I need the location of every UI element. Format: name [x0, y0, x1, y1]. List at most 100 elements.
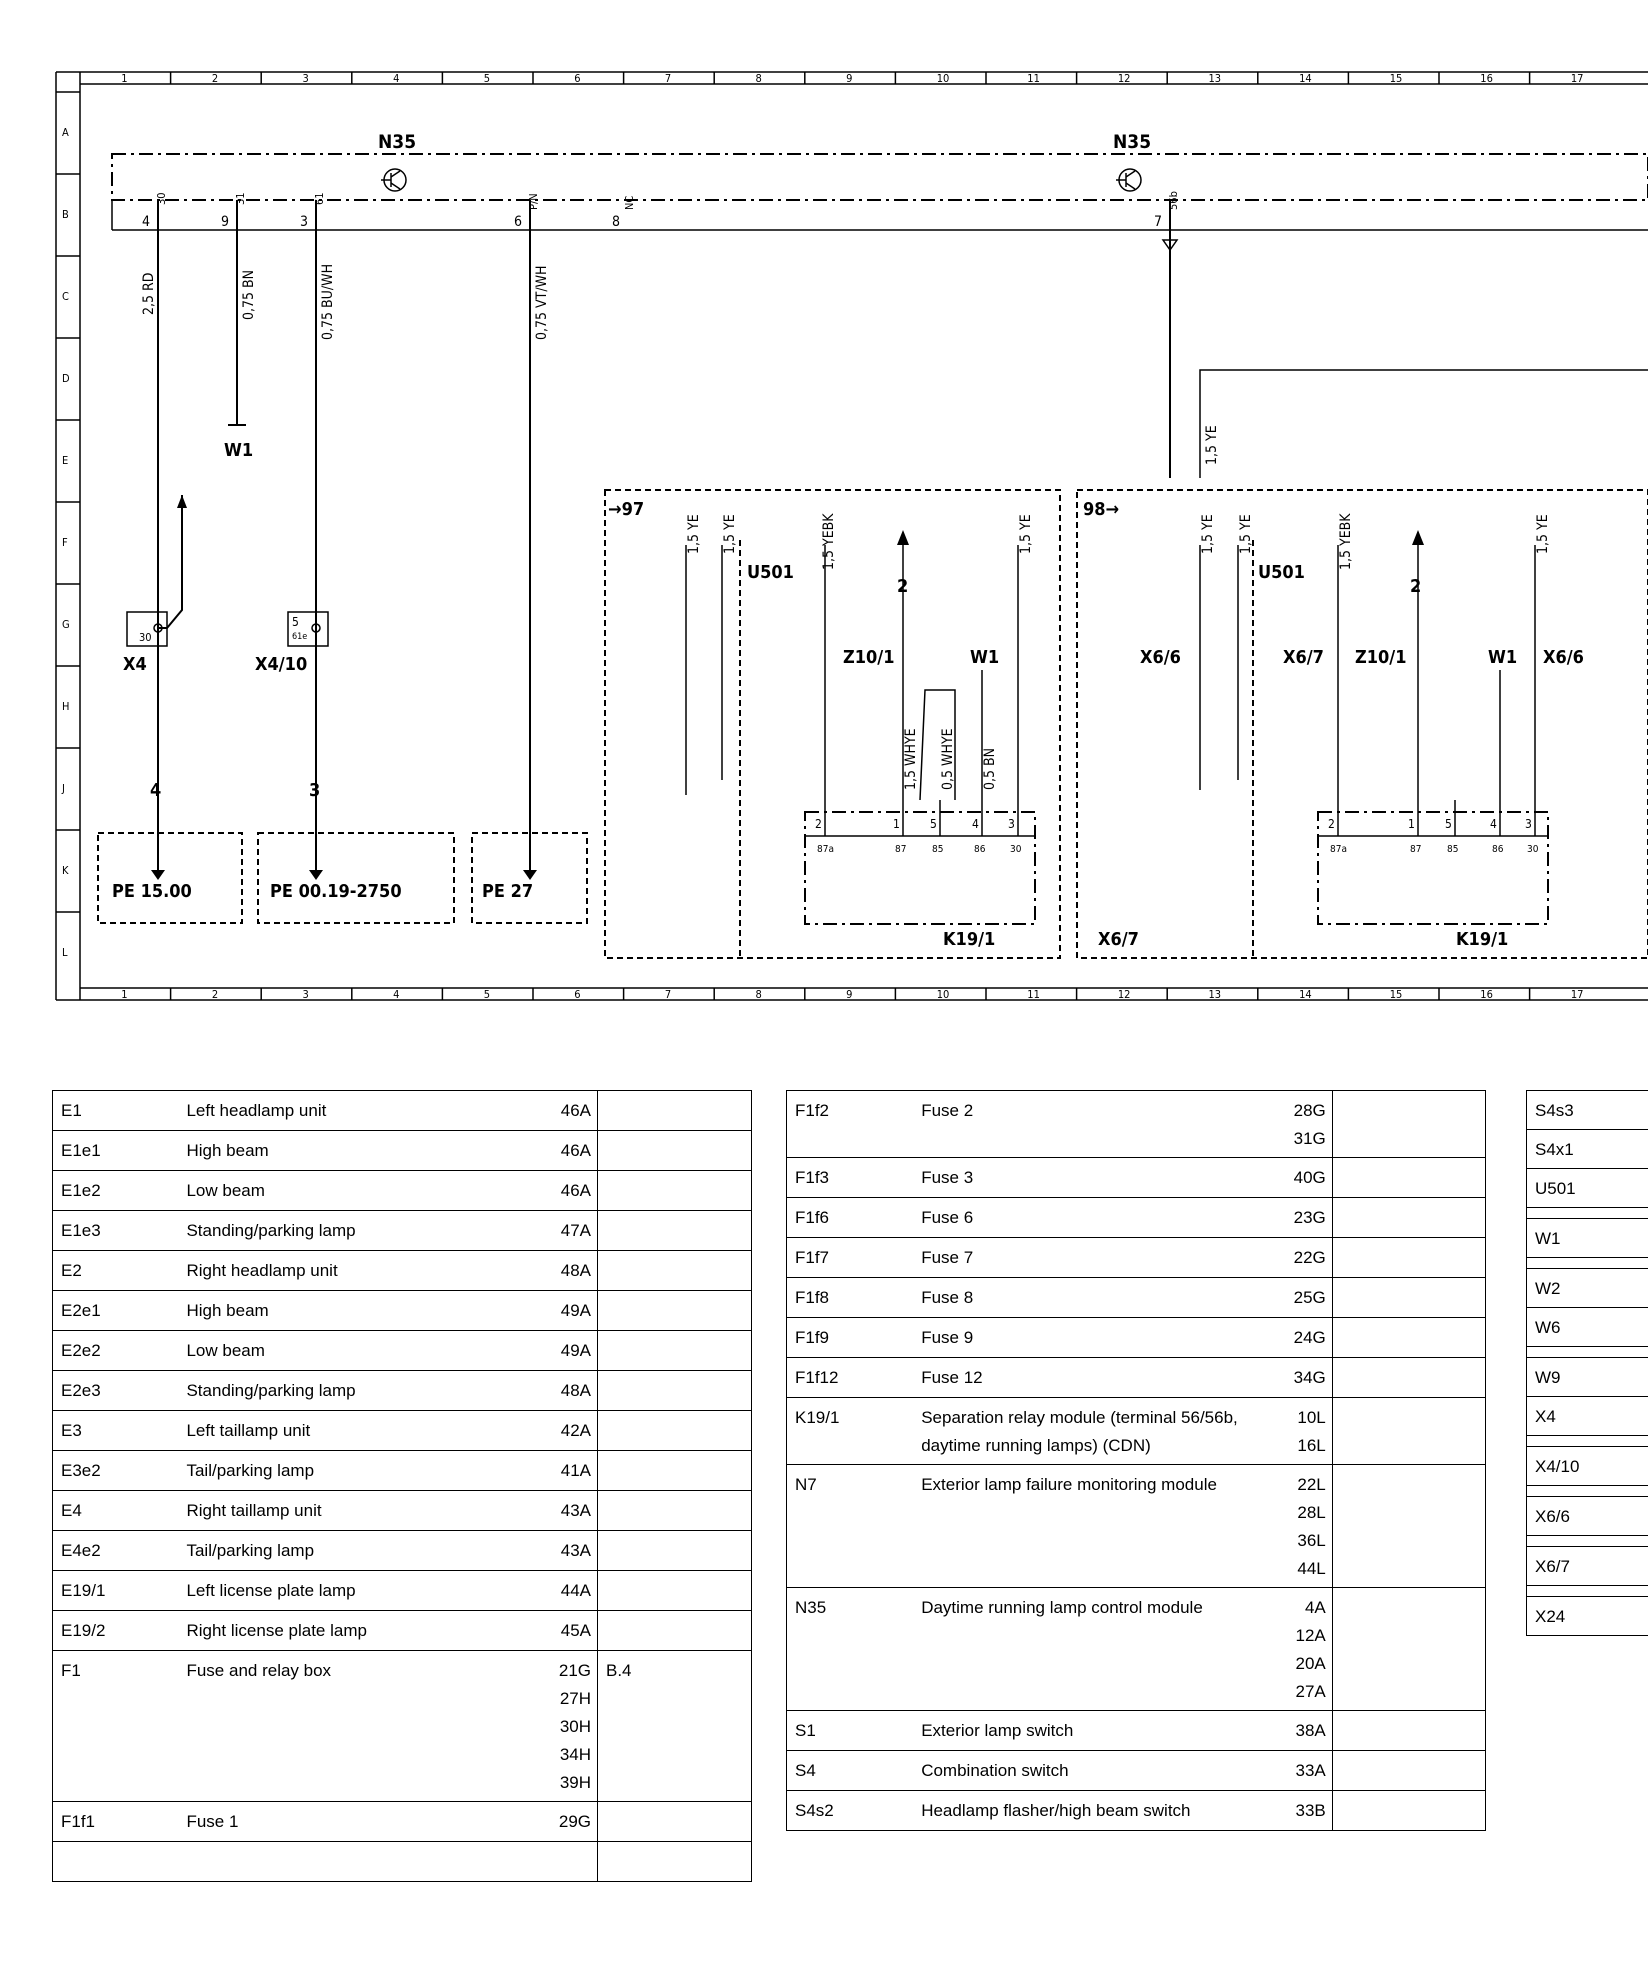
legend-ref: 46A	[518, 1090, 598, 1131]
legend-code: S4	[786, 1750, 914, 1791]
legend-desc: Fuse 3	[913, 1157, 1253, 1198]
grid-col-label: 12	[1118, 72, 1131, 85]
connector-label: X6/6	[1140, 647, 1181, 668]
legend-code: F1f3	[786, 1157, 914, 1198]
relay-pin: 4	[1490, 817, 1497, 831]
legend-desc: Headlamp flasher/high beam switch	[913, 1790, 1253, 1831]
grid-col-label: 14	[1299, 72, 1312, 85]
grid-col-label: 10	[937, 988, 950, 1001]
legend-code: X6/6	[1526, 1496, 1648, 1536]
legend-code: E2e2	[52, 1330, 179, 1371]
legend-desc: Daytime running lamp control module	[913, 1587, 1253, 1711]
legend-ref: 33A	[1252, 1750, 1333, 1791]
relay-pin: 1	[1408, 817, 1415, 831]
legend-code: F1f9	[786, 1317, 914, 1358]
legend-ref: 10L 16L	[1252, 1397, 1333, 1465]
legend-desc: Right headlamp unit	[178, 1250, 519, 1291]
u501-box-97: →97 U501 1,5 YE 1,5 YE 1,5 YEBK 2 Z10/1 …	[604, 489, 1061, 959]
legend-code: E2e1	[52, 1290, 179, 1331]
legend-extra	[597, 1170, 752, 1211]
legend-extra	[597, 1450, 752, 1491]
legend-code: F1	[52, 1650, 179, 1802]
legend-code	[1526, 1207, 1648, 1219]
page-ref: PE 15.00	[112, 881, 192, 902]
relay-pin: 2	[1328, 817, 1335, 831]
legend-code: X6/7	[1526, 1546, 1648, 1586]
relay-term: 87	[895, 844, 906, 855]
legend-extra	[597, 1330, 752, 1371]
legend-extra	[597, 1610, 752, 1651]
relay-term: 85	[1447, 844, 1458, 855]
legend-ref: 42A	[518, 1410, 598, 1451]
grid-row-label: A	[62, 126, 69, 139]
legend-extra	[597, 1530, 752, 1571]
wiring-schematic: 1122334455667788991010111112121313141415…	[55, 71, 1648, 1001]
pin-number: 8	[612, 214, 620, 230]
legend-row	[1526, 1207, 1648, 1219]
pin-number: 4	[142, 214, 150, 230]
relay-pin: 3	[1008, 817, 1015, 831]
pin-term: 31	[234, 192, 247, 205]
legend-extra	[1331, 1157, 1487, 1198]
grid-col-label: 11	[1027, 988, 1040, 1001]
grid-col-label: 5	[484, 988, 490, 1001]
box-label: U501	[1258, 562, 1305, 583]
legend-ref: 25G	[1252, 1277, 1333, 1318]
box-label: U501	[747, 562, 794, 583]
legend-row: U501	[1526, 1168, 1648, 1208]
legend-code: F1f1	[52, 1801, 179, 1842]
legend-extra	[1331, 1277, 1487, 1318]
legend-code: E3	[52, 1410, 179, 1451]
wire-label: 1,5 YEBK	[1338, 513, 1354, 570]
legend-row: S4s3	[1526, 1090, 1648, 1130]
legend-desc: Exterior lamp failure monitoring module	[913, 1464, 1253, 1588]
relay-term: 86	[1492, 844, 1504, 855]
legend-desc: Separation relay module (terminal 56/56b…	[913, 1397, 1253, 1465]
grid-col-label: 10	[937, 72, 950, 85]
legend-code: F1f6	[786, 1197, 914, 1238]
legend-code: E2e3	[52, 1370, 179, 1411]
legend-desc: Low beam	[178, 1170, 519, 1211]
legend-extra	[1331, 1397, 1487, 1465]
relay-term: 87	[1410, 844, 1421, 855]
connector-label: X4/10	[255, 654, 307, 675]
x4-connectors: 30 X4 5 61e X4/10 4 3	[123, 611, 329, 801]
grid-row-label: L	[62, 946, 68, 959]
grid-frame: 1122334455667788991010111112121313141415…	[55, 71, 1648, 1001]
legend-desc	[178, 1841, 519, 1882]
legend-row: X6/6	[1526, 1496, 1648, 1536]
legend-ref: 21G 27H 30H 34H 39H	[518, 1650, 598, 1802]
legend-code	[1526, 1485, 1648, 1497]
legend-extra: B.4	[597, 1650, 752, 1802]
legend-ref: 43A	[518, 1530, 598, 1571]
legend-ref: 38A	[1252, 1710, 1333, 1751]
connector-label: X4	[123, 654, 147, 675]
grid-row-label: H	[62, 700, 69, 713]
grid-col-label: 2	[212, 72, 218, 85]
legend-row: W6	[1526, 1307, 1648, 1347]
legend-code: X24	[1526, 1596, 1648, 1636]
legend-desc: Low beam	[178, 1330, 519, 1371]
grid-col-label: 7	[665, 72, 671, 85]
legend-ref: 28G 31G	[1252, 1090, 1333, 1158]
grid-row-label: B	[62, 208, 69, 221]
relay-pin: 1	[893, 817, 900, 831]
pin-term: 61	[313, 192, 326, 205]
n35-module: N35 N35	[111, 131, 1648, 231]
legend-code: E4	[52, 1490, 179, 1531]
grid-col-label: 13	[1209, 988, 1222, 1001]
legend-extra	[1331, 1750, 1487, 1791]
legend-code: F1f2	[786, 1090, 914, 1158]
